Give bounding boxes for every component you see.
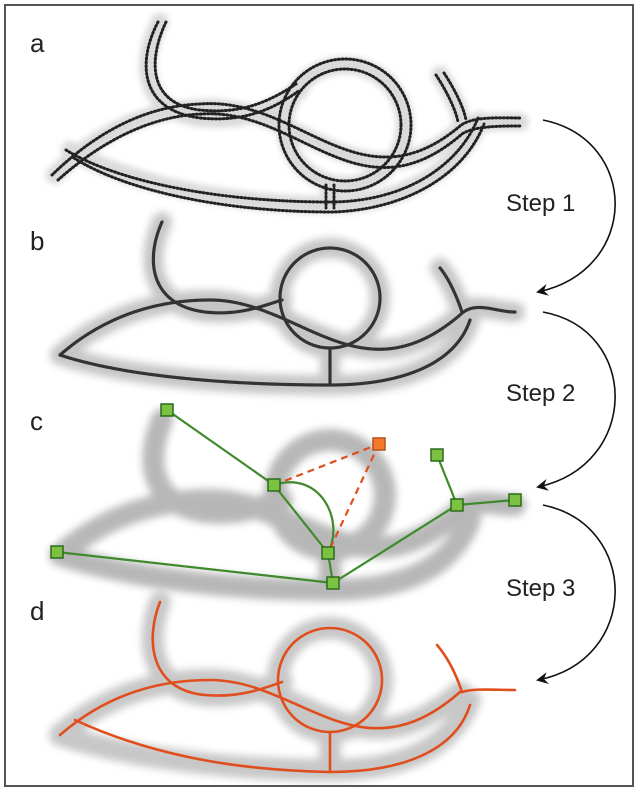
highlight-edges [273,442,380,554]
step3-arrow [536,504,616,684]
panel-label-a: a [30,28,45,58]
step-label-1: Step 1 [506,190,576,217]
step-label-2: Step 2 [506,380,576,407]
panel-label-d: d [30,596,45,626]
step-arrows [536,119,616,684]
result-curves [58,600,517,774]
panel-d-shape [49,591,517,782]
step1-arrow [536,119,616,296]
panel-label-c: c [30,406,43,436]
step2-arrow [536,311,616,491]
graph-nodes [50,403,522,590]
panel-b-shape [50,212,525,396]
panel-a-shape [46,13,529,215]
graph-edges [56,409,516,585]
highlight-node [372,437,386,451]
step-label-3: Step 3 [506,575,576,602]
panel-label-b: b [30,226,45,256]
panel-c-shape [49,403,526,602]
